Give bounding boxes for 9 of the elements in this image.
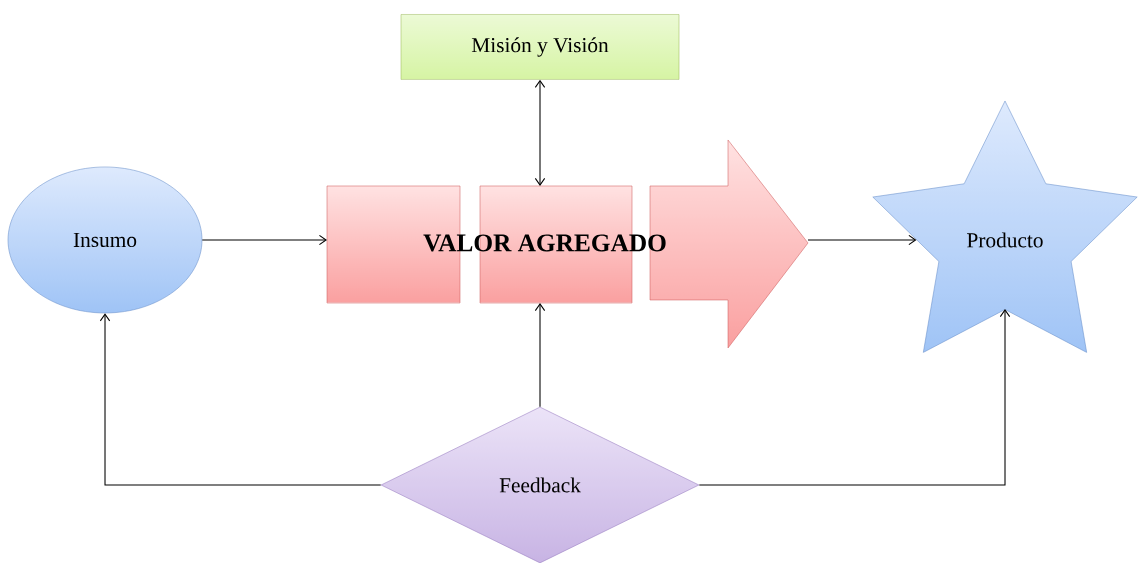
mission-box: Misión y Visión xyxy=(400,14,680,80)
arrow xyxy=(534,79,546,186)
product-star: Producto xyxy=(872,100,1138,353)
arrow xyxy=(807,234,917,246)
arrow xyxy=(201,234,327,246)
value-added-text: VALOR AGREGADO xyxy=(326,139,809,349)
arrow xyxy=(99,313,382,486)
arrow xyxy=(698,309,1011,486)
arrow xyxy=(534,303,546,408)
